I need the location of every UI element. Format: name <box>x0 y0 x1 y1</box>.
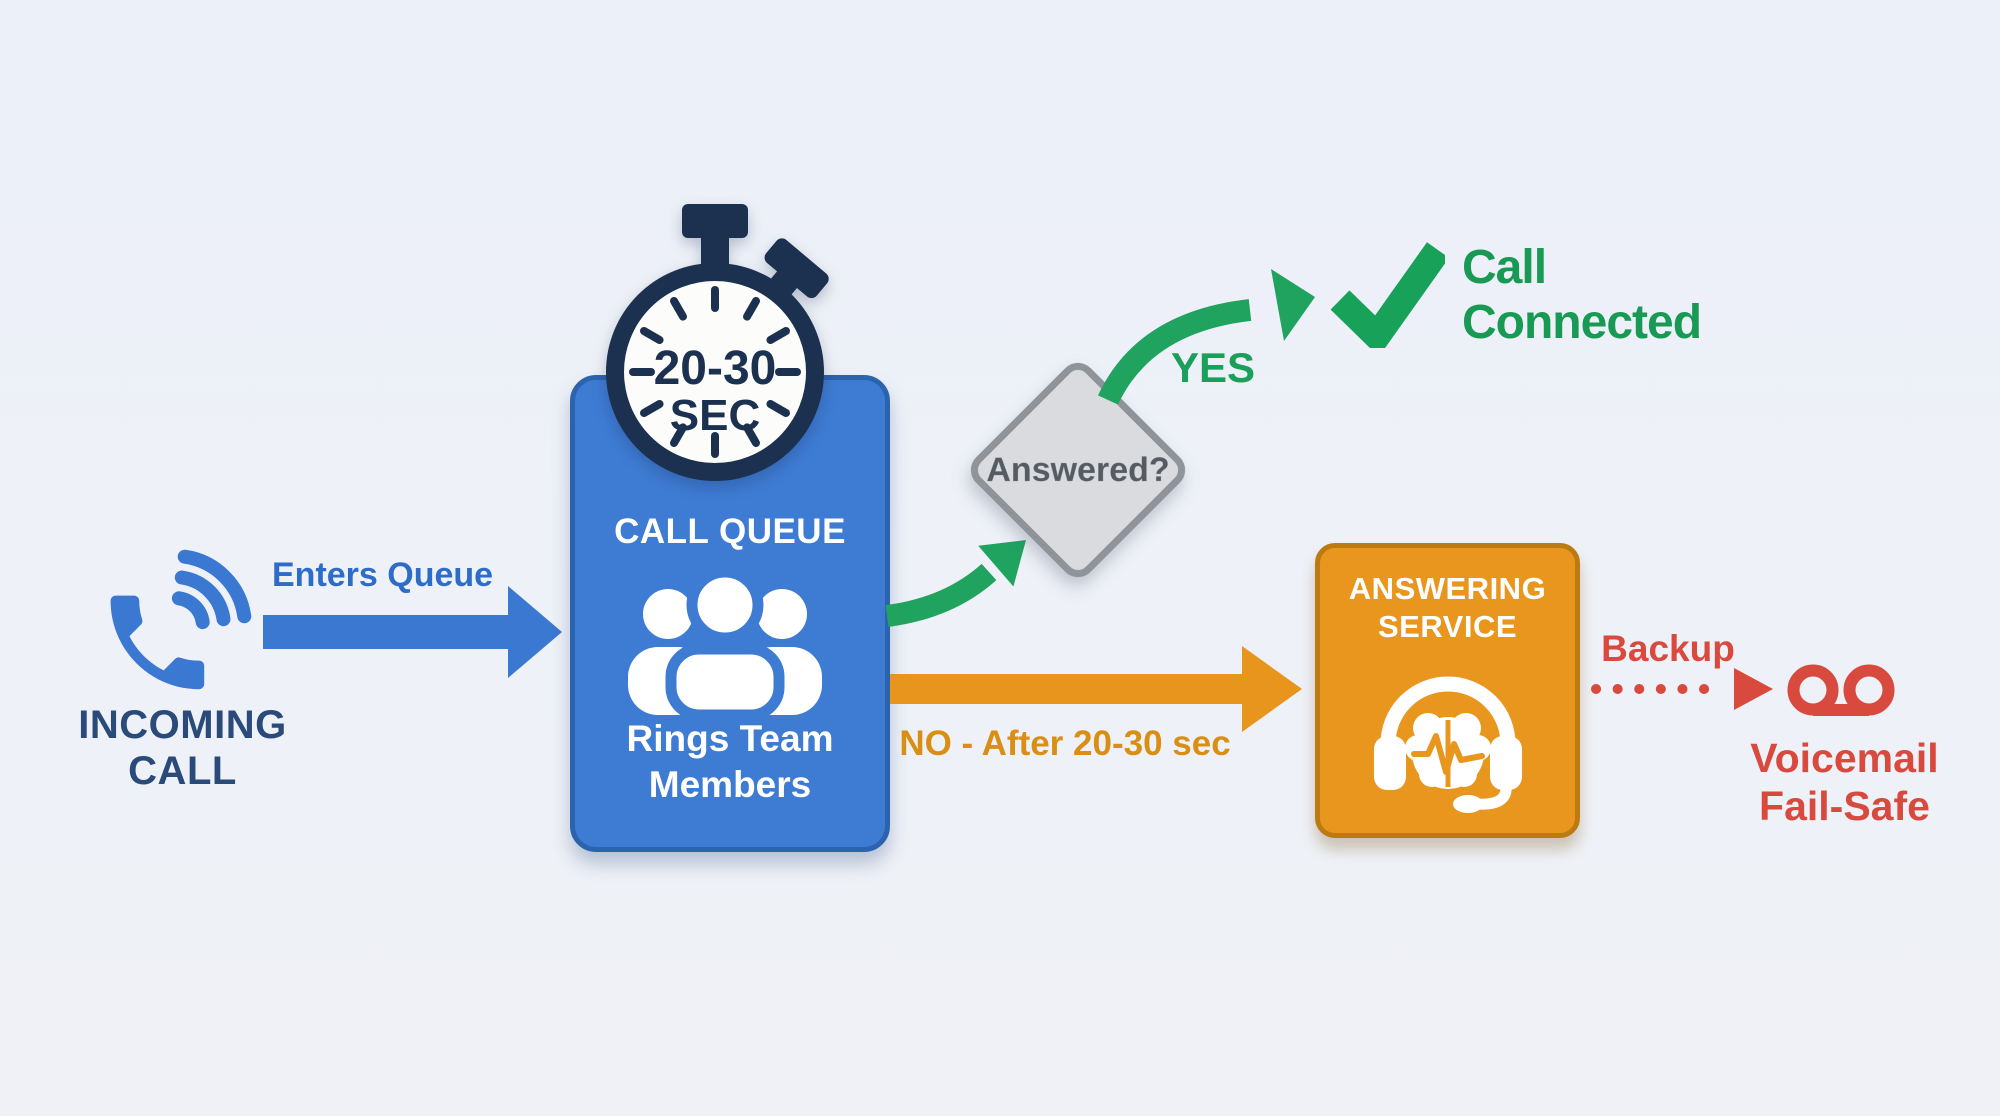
timer-value-text: 20-30 <box>654 342 777 395</box>
voicemail-icon <box>1787 664 1895 716</box>
call-connected-line1: Call <box>1462 241 1547 294</box>
answering-service-title-line1: ANSWERING <box>1348 571 1547 606</box>
incoming-call-line2: CALL <box>128 749 237 793</box>
call-connected-label: Call Connected <box>1462 240 1752 350</box>
call-queue-title: CALL QUEUE <box>614 512 846 551</box>
answering-service-title: ANSWERING SERVICE <box>1320 570 1575 646</box>
headset-brain-icon <box>1373 676 1522 813</box>
answering-service-box: ANSWERING SERVICE <box>1315 543 1580 838</box>
backup-label: Backup <box>1601 628 1735 669</box>
voicemail-failsafe-label: Voicemail Fail-Safe <box>1732 734 1957 830</box>
call-queue-subtitle-line1: Rings Team <box>626 718 834 759</box>
timer-unit-text: SEC <box>670 391 760 440</box>
stopwatch-icon: 20-30 SEC <box>606 204 829 481</box>
yes-arrow <box>1098 269 1315 404</box>
incoming-call-phone-icon <box>110 549 252 690</box>
enters-queue-label: Enters Queue <box>272 556 494 594</box>
enters-queue-arrow <box>263 586 562 678</box>
voicemail-failsafe-line2: Fail-Safe <box>1759 783 1930 829</box>
sound-waves-icon <box>171 549 252 630</box>
answering-service-title-line2: SERVICE <box>1377 609 1518 644</box>
backup-dotted-arrow <box>1591 668 1773 710</box>
queue-to-decision-arrow <box>885 540 1026 627</box>
call-connected-line2: Connected <box>1462 296 1702 349</box>
answered-decision-label: Answered? <box>986 450 1170 489</box>
no-arrow <box>890 646 1302 732</box>
call-queue-subtitle: Rings Team Members <box>570 716 890 808</box>
no-after-timeout-label: NO - After 20-30 sec <box>899 724 1231 763</box>
call-queue-subtitle-line2: Members <box>648 764 812 805</box>
voicemail-failsafe-line1: Voicemail <box>1750 735 1939 781</box>
team-members-icon <box>628 567 822 715</box>
yes-label: YES <box>1170 344 1256 391</box>
incoming-call-line1: INCOMING <box>78 703 287 747</box>
stopwatch-ticks <box>629 286 801 458</box>
checkmark-icon <box>1330 242 1445 348</box>
incoming-call-label: INCOMING CALL <box>55 702 310 794</box>
